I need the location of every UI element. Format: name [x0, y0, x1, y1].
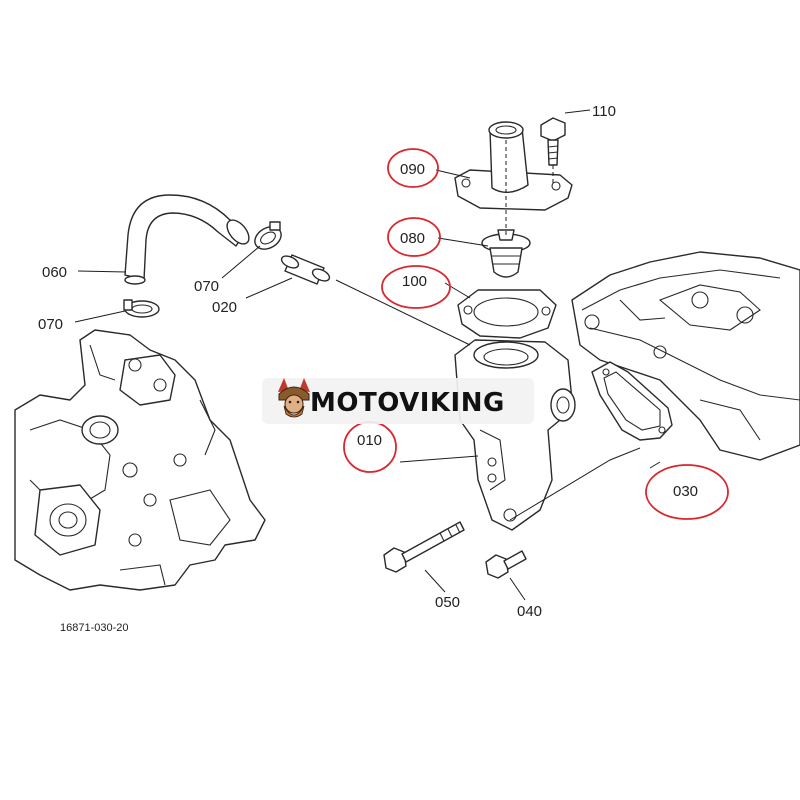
- bypass-pipe: [280, 254, 331, 285]
- water-flange: [454, 339, 576, 531]
- radiator-hose: [124, 194, 250, 285]
- highlight-ring: [381, 265, 451, 309]
- callout-070-lower: 070: [38, 316, 63, 333]
- callout-label: 060: [42, 264, 67, 281]
- callout-040: 040: [517, 603, 542, 620]
- brand-watermark: MOTOVIKING: [262, 378, 534, 424]
- callout-label: 070: [38, 316, 63, 333]
- callout-090: 090: [387, 148, 439, 188]
- viking-head-icon: [278, 378, 310, 418]
- callout-100: 100: [381, 265, 451, 309]
- hose-clamp-upper: [254, 221, 282, 250]
- callout-label: 010: [357, 432, 382, 449]
- callout-label: 070: [194, 278, 219, 295]
- diagram-reference-code: 16871-030-20: [60, 622, 129, 634]
- thermostat: [481, 229, 531, 278]
- leader-lines: [74, 109, 661, 601]
- callout-label: 050: [435, 594, 460, 611]
- highlight-ring: [387, 217, 441, 257]
- callout-label: 030: [673, 483, 698, 500]
- thermostat-cover: [454, 121, 573, 211]
- callout-050: 050: [435, 594, 460, 611]
- highlight-ring: [387, 148, 439, 188]
- flange-gasket: [591, 361, 673, 441]
- callout-060: 060: [42, 264, 67, 281]
- cover-bolt: [540, 117, 566, 166]
- brand-name: MOTOVIKING: [310, 388, 505, 418]
- callout-070-upper: 070: [194, 278, 219, 295]
- callout-label: 110: [592, 103, 616, 120]
- cylinder-head-right: [571, 251, 800, 461]
- callout-label: 020: [212, 299, 237, 316]
- callout-label: 100: [402, 273, 427, 290]
- callout-080: 080: [387, 217, 441, 257]
- callout-010: 010: [343, 421, 397, 473]
- highlight-ring: [645, 464, 729, 520]
- callout-110: 110: [592, 103, 616, 120]
- hose-clamp-lower: [123, 299, 160, 318]
- engine-block-left: [14, 329, 266, 591]
- callout-030: 030: [645, 464, 729, 520]
- callout-label: 090: [400, 161, 425, 178]
- callout-020: 020: [212, 299, 237, 316]
- callout-label: 040: [517, 603, 542, 620]
- thermostat-gasket: [457, 289, 557, 339]
- long-bolt: [383, 521, 465, 573]
- watermark-backdrop: [262, 378, 534, 424]
- callout-label: 080: [400, 230, 425, 247]
- short-bolt: [485, 550, 527, 579]
